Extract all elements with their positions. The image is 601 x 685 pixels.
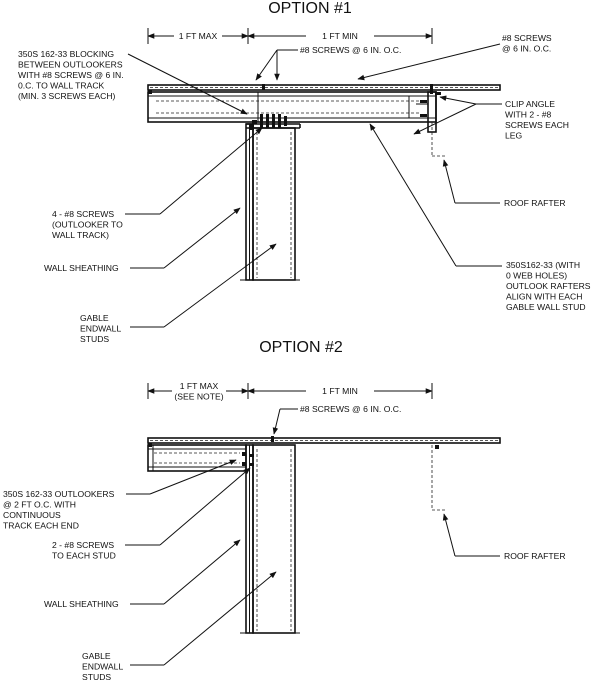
callout-line: #8 SCREWS bbox=[502, 33, 552, 43]
callout-line: GABLE bbox=[82, 651, 111, 661]
callout-line: 4 - #8 SCREWS bbox=[52, 209, 114, 219]
option1-title: OPTION #1 bbox=[268, 0, 352, 17]
option1-callout-roof-rafter: ROOF RAFTER bbox=[442, 159, 566, 208]
callout-line: TO EACH STUD bbox=[52, 551, 116, 561]
callout-line: 350S162-33 (WITH bbox=[506, 260, 580, 270]
callout-line: #8 SCREWS @ 6 IN. O.C. bbox=[300, 404, 401, 414]
option1-dimensions: 1 FT MAX 1 FT MIN bbox=[147, 28, 433, 44]
callout-line: (MIN. 3 SCREWS EACH) bbox=[18, 91, 116, 101]
callout-line: WALL SHEATHING bbox=[44, 599, 119, 609]
callout-line: WITH 2 - #8 bbox=[505, 110, 552, 120]
callout-line: CONTINUOUS bbox=[3, 510, 61, 520]
option2-dimensions: 1 FT MAX(SEE NOTE) 1 FT MIN bbox=[147, 381, 433, 402]
callout-line: WITH #8 SCREWS @ 6 IN. bbox=[18, 70, 124, 80]
option2-callout-roof-rafter: ROOF RAFTER bbox=[442, 513, 566, 561]
callout-line: 350S 162-33 BLOCKING bbox=[18, 49, 114, 59]
option2-dim-left: 1 FT MAX bbox=[180, 381, 219, 391]
callout-line: 0.C. TO WALL TRACK bbox=[18, 81, 105, 91]
callout-line: CLIP ANGLE bbox=[505, 99, 555, 109]
callout-line: GABLE bbox=[80, 313, 109, 323]
callout-line: ALIGN WITH EACH bbox=[506, 292, 582, 302]
callout-line: STUDS bbox=[82, 672, 111, 682]
callout-line: GABLE WALL STUD bbox=[506, 302, 586, 312]
callout-line: 0 WEB HOLES) bbox=[506, 271, 567, 281]
option1-callout-wall-sheathing: WALL SHEATHING bbox=[44, 207, 241, 273]
option2-dim-left-note: (SEE NOTE) bbox=[174, 392, 223, 402]
callout-line: SCREWS EACH bbox=[505, 120, 569, 130]
callout-line: ROOF RAFTER bbox=[504, 198, 566, 208]
option1-roof-rafter bbox=[431, 122, 445, 157]
option2-roof-deck bbox=[147, 437, 501, 444]
callout-line: @ 6 IN. O.C. bbox=[502, 44, 551, 54]
callout-line: WALL TRACK) bbox=[52, 230, 109, 240]
option1-roof-deck bbox=[147, 84, 501, 91]
callout-line: LEG bbox=[505, 131, 523, 141]
option2-detail: OPTION #2 1 FT MAX(SEE NOTE) 1 FT MIN bbox=[3, 339, 566, 682]
callout-line: TRACK EACH END bbox=[3, 521, 79, 531]
callout-line: 350S 162-33 OUTLOOKERS bbox=[3, 489, 115, 499]
option1-detail: OPTION #1 1 FT MAX 1 FT MIN bbox=[18, 0, 591, 344]
callout-line: ENDWALL bbox=[80, 324, 121, 334]
option2-callout-screws-top: #8 SCREWS @ 6 IN. O.C. bbox=[272, 404, 401, 435]
callout-line: ENDWALL bbox=[82, 662, 123, 672]
option1-screws bbox=[148, 84, 433, 130]
option2-title: OPTION #2 bbox=[259, 339, 343, 356]
option2-wall bbox=[240, 444, 300, 634]
option1-dim-left: 1 FT MAX bbox=[179, 31, 218, 41]
callout-line: OUTLOOK RAFTERS bbox=[506, 281, 591, 291]
option1-outlooker bbox=[147, 91, 437, 123]
callout-line: @ 2 FT O.C. WITH bbox=[3, 500, 76, 510]
callout-line: #8 SCREWS @ 6 IN. O.C. bbox=[300, 45, 401, 55]
callout-line: 2 - #8 SCREWS bbox=[52, 540, 114, 550]
option1-dim-right: 1 FT MIN bbox=[322, 31, 358, 41]
callout-line: ROOF RAFTER bbox=[504, 551, 566, 561]
option1-callout-screws-mid: #8 SCREWS @ 6 IN. O.C. bbox=[255, 45, 401, 81]
callout-line: BETWEEN OUTLOOKERS bbox=[18, 60, 123, 70]
option2-callout-wall-sheathing: WALL SHEATHING bbox=[44, 539, 241, 609]
option1-wall bbox=[240, 123, 301, 281]
option2-dim-right: 1 FT MIN bbox=[322, 386, 358, 396]
callout-line: WALL SHEATHING bbox=[44, 263, 119, 273]
option1-callout-screws-right: #8 SCREWS@ 6 IN. O.C. bbox=[357, 33, 552, 81]
callout-line: STUDS bbox=[80, 334, 109, 344]
option2-outlooker bbox=[147, 444, 247, 472]
option2-roof-rafter bbox=[431, 445, 445, 511]
option1-clip-angle bbox=[416, 88, 441, 133]
svg-text:#8 SCREWS@ 6 IN. O.C.: #8 SCREWS@ 6 IN. O.C. bbox=[502, 33, 552, 54]
callout-line: (OUTLOOKER TO bbox=[52, 220, 123, 230]
svg-text:1 FT MAX(SEE NOTE): 1 FT MAX(SEE NOTE) bbox=[174, 381, 223, 402]
option2-screws bbox=[148, 436, 274, 466]
svg-text:350S 162-33 OUTLOOKERS@ 2 FT O: 350S 162-33 OUTLOOKERS@ 2 FT O.C. WITHCO… bbox=[3, 489, 115, 531]
